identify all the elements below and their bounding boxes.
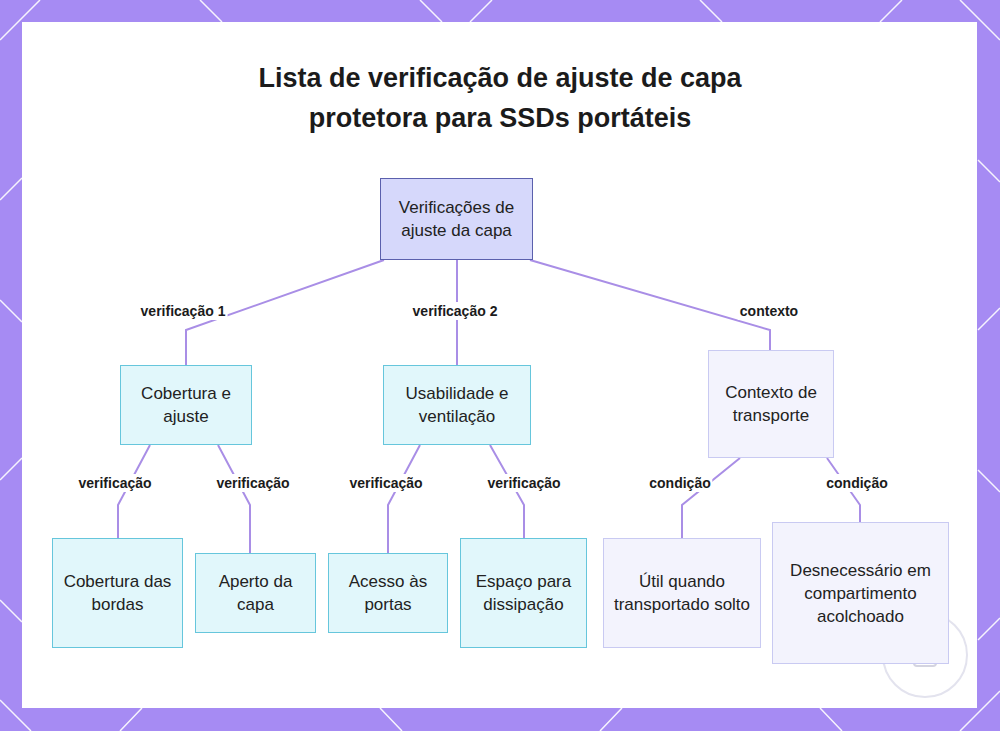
edge-label: condição [824, 474, 889, 492]
connector-line [682, 458, 740, 538]
node-text: Útil quando transportado solto [610, 570, 754, 616]
connector-line [388, 445, 420, 553]
node-text: Cobertura das bordas [59, 570, 176, 616]
node-text: Cobertura e ajuste [127, 382, 245, 428]
edge-label: verificação [485, 474, 562, 492]
node-text: Aperto da capa [202, 570, 309, 616]
category-box: Usabilidade e ventilação [383, 365, 531, 445]
connector-line [530, 260, 770, 350]
check-box: Aperto da capa [195, 553, 316, 633]
context-box: Contexto de transporte [708, 350, 834, 458]
edge-label: condição [647, 474, 712, 492]
check-box: Acesso às portas [328, 553, 448, 633]
check-box: Cobertura das bordas [52, 538, 183, 648]
edge-label: verificação [76, 474, 153, 492]
category-box: Cobertura e ajuste [120, 365, 252, 445]
node-text: Desnecessário em compartimento acolchoad… [779, 559, 942, 628]
node-text: Espaço para dissipação [467, 570, 580, 616]
condition-box: Útil quando transportado solto [603, 538, 761, 648]
edge-label: contexto [738, 302, 800, 320]
connector-line [218, 445, 250, 553]
condition-box: Desnecessário em compartimento acolchoad… [772, 522, 949, 664]
edge-label: verificação 1 [139, 302, 228, 320]
edge-label: verificação [214, 474, 291, 492]
node-text: Contexto de transporte [715, 381, 827, 427]
node-text: Usabilidade e ventilação [390, 382, 524, 428]
edge-label: verificação 2 [411, 302, 500, 320]
diagram-title: Lista de verificação de ajuste de capa p… [200, 58, 800, 138]
check-box: Espaço para dissipação [460, 538, 587, 648]
node-text: Acesso às portas [335, 570, 441, 616]
root-box: Verificações de ajuste da capa [380, 178, 533, 260]
edge-label: verificação [347, 474, 424, 492]
node-text: Verificações de ajuste da capa [387, 196, 526, 242]
